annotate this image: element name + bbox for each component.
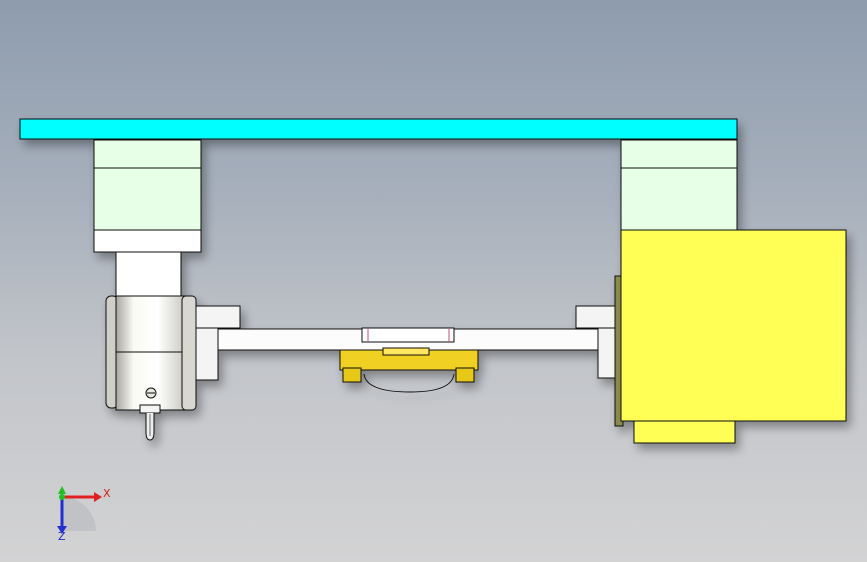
axis-x-label: X — [103, 487, 111, 500]
center-mount[interactable] — [361, 327, 455, 343]
right-support-block[interactable] — [620, 139, 738, 231]
axis-z-label: Z — [58, 530, 66, 543]
left-wheel-assembly[interactable] — [105, 251, 219, 441]
left-support-block[interactable] — [93, 139, 202, 253]
yellow-bracket[interactable] — [339, 347, 479, 393]
motor-box[interactable] — [614, 229, 847, 444]
axis-triad — [57, 486, 102, 534]
top-plate[interactable] — [19, 118, 738, 140]
